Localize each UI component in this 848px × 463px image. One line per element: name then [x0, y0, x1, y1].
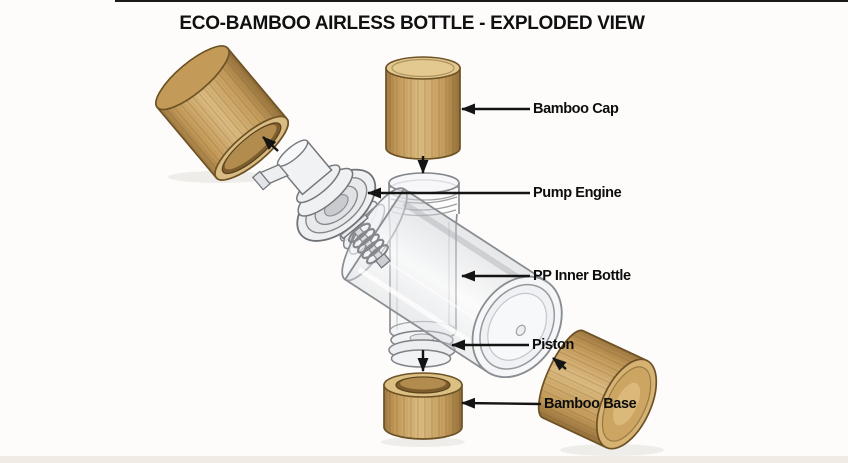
assembly-arrow-base-up — [552, 357, 567, 371]
label-pump-engine: Pump Engine — [533, 185, 622, 201]
bamboo-base-ring — [383, 372, 463, 440]
top-border-line — [115, 0, 848, 2]
leader-bamboo-base — [461, 397, 542, 409]
label-pp-inner-bottle: PP Inner Bottle — [533, 268, 631, 284]
pump-nozzle — [251, 163, 289, 191]
label-bamboo-cap: Bamboo Cap — [533, 101, 619, 117]
label-bamboo-base: Bamboo Base — [544, 396, 637, 412]
assembly-arrow-cap-to-pump — [262, 136, 279, 152]
label-piston: Piston — [532, 337, 574, 353]
page-title: ECO-BAMBOO AIRLESS BOTTLE - EXPLODED VIE… — [179, 13, 645, 34]
bamboo-cap-tilted — [155, 45, 289, 181]
leader-lines — [367, 103, 542, 409]
bottle-dimple — [515, 324, 526, 337]
pump-engine — [251, 139, 391, 269]
assembly-arrows — [262, 136, 567, 372]
bottom-edge-shade — [0, 456, 848, 463]
bamboo-cap-upright — [385, 56, 461, 160]
